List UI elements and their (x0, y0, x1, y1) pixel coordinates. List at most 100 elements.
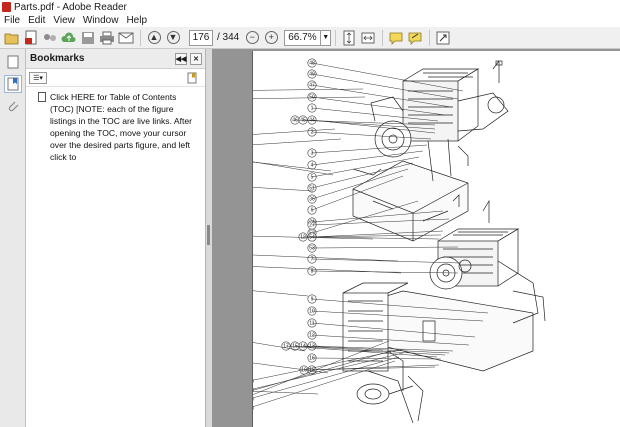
bookmark-options-icon[interactable]: ☰▾ (29, 71, 47, 84)
fit-width-icon[interactable] (359, 29, 377, 47)
bookmark-item-toc[interactable]: Click HERE for Table of Contents (TOC) [… (26, 87, 205, 164)
menu-edit[interactable]: Edit (28, 15, 46, 26)
callout-number: 8 (311, 269, 314, 275)
page-number-input[interactable]: 176 (189, 29, 213, 46)
zoom-out-icon[interactable]: − (243, 29, 261, 47)
callout-leader-line (311, 200, 419, 234)
zoom-dropdown-icon[interactable]: ▼ (320, 29, 332, 46)
callout-leader-line (311, 131, 432, 140)
callout-leader-line (253, 235, 374, 240)
callout-number: 12 (309, 333, 315, 339)
collaborate-icon[interactable] (41, 29, 59, 47)
callout-leader-line (294, 345, 446, 356)
callout-number: 17 (283, 344, 289, 350)
callout-number: 47 (309, 83, 315, 89)
main-toolbar: ▲ ▼ 176 / 344 − + 66.7% ▼ (0, 27, 620, 49)
callout-leader-line (311, 168, 409, 200)
collapse-panel-icon[interactable]: ◀◀ (175, 52, 187, 65)
callout-leader-line (311, 156, 420, 178)
callout-leader-line (311, 73, 459, 100)
fit-page-icon[interactable] (340, 29, 358, 47)
menu-window[interactable]: Window (82, 15, 119, 26)
navigation-pane (0, 49, 26, 427)
zoom-level-input[interactable]: 66.7% (284, 29, 321, 46)
callout-number: 1 (311, 106, 314, 112)
callout-leaders (253, 62, 489, 407)
email-icon[interactable] (117, 29, 135, 47)
callout-leader-line (253, 360, 396, 407)
callout-leader-line (311, 119, 436, 134)
callout-number: 4 (311, 163, 314, 169)
callout-leader-line (311, 144, 428, 154)
callout-leader-line (253, 290, 309, 297)
document-viewer[interactable]: 4849475014645442345513663452434241403938… (212, 49, 620, 427)
bookmarks-title: Bookmarks (30, 53, 85, 64)
callout-number: 5 (311, 175, 314, 181)
callout-leader-line (253, 161, 332, 172)
callout-leader-line (311, 310, 484, 322)
callout-number: 12 (300, 235, 306, 241)
splitter-grip[interactable] (207, 225, 210, 245)
bookmarks-header: Bookmarks ◀◀ ✕ (26, 49, 205, 69)
lower-engine-drawing (342, 194, 546, 424)
callout-leader-line (311, 270, 459, 274)
comment-icon[interactable] (387, 29, 405, 47)
callout-leader-line (311, 345, 454, 352)
next-page-icon[interactable]: ▼ (164, 29, 182, 47)
print-icon[interactable] (98, 29, 116, 47)
callout-leader-line (311, 334, 470, 346)
create-pdf-icon[interactable] (22, 29, 40, 47)
close-panel-icon[interactable]: ✕ (190, 52, 202, 65)
save-icon[interactable] (79, 29, 97, 47)
callout-number: 16 (309, 356, 315, 362)
callout-leader-line (253, 161, 334, 176)
callout-leader-line (253, 88, 364, 91)
bookmark-page-icon (38, 92, 46, 102)
sign-icon[interactable] (406, 29, 424, 47)
callout-leader-line (253, 362, 329, 374)
callout-leader-line (253, 350, 392, 391)
callout-leader-line (311, 96, 446, 116)
bookmarks-panel-icon[interactable] (4, 75, 22, 93)
callout-leader-line (311, 162, 414, 189)
parts-diagram: 4849475014645442345513663452434241403938… (253, 58, 546, 424)
menu-file[interactable]: File (4, 15, 21, 26)
callout-leader-line (311, 175, 404, 211)
page-thumbnails-icon[interactable] (4, 53, 22, 71)
callout-leader-line (311, 357, 442, 360)
callout-leader-line (253, 96, 366, 99)
callout-leader-line (311, 210, 444, 223)
callout-number: 51 (309, 186, 315, 192)
expand-icon[interactable] (434, 29, 452, 47)
callout-number: 45 (300, 118, 306, 124)
bookmark-label[interactable]: Click HERE for Table of Contents (TOC) [… (50, 92, 193, 163)
attachments-icon[interactable] (4, 97, 22, 115)
callout-number: 19 (301, 368, 307, 374)
panel-splitter[interactable] (206, 49, 212, 427)
callout-number: 46 (292, 118, 298, 124)
callout-leader-line (311, 84, 452, 108)
callout-number: 49 (309, 72, 315, 78)
previous-page-icon[interactable]: ▲ (145, 29, 163, 47)
toolbar-separator (335, 29, 337, 46)
zoom-in-icon[interactable]: + (262, 29, 280, 47)
callout-number: 53 (309, 246, 315, 252)
main-area: Bookmarks ◀◀ ✕ ☰▾ Click HERE for Table o… (0, 49, 620, 427)
callout-leader-line (253, 128, 336, 135)
menu-help[interactable]: Help (126, 15, 148, 26)
callout-number: 6 (311, 208, 314, 214)
pdf-app-icon (2, 2, 11, 12)
open-file-icon[interactable] (3, 29, 21, 47)
upload-cloud-icon[interactable] (60, 29, 78, 47)
menu-view[interactable]: View (53, 15, 75, 26)
callout-leader-line (253, 266, 402, 274)
callout-number: 3 (311, 151, 314, 157)
callout-leader-line (311, 107, 439, 122)
callout-leader-line (253, 342, 306, 352)
callout-leader-line (311, 236, 440, 240)
callout-leader-line (311, 246, 459, 249)
find-bookmark-icon[interactable] (187, 72, 199, 84)
callout-number: 13 (309, 344, 315, 350)
callout-leader-line (311, 150, 424, 166)
callout-leader-line (311, 258, 462, 264)
